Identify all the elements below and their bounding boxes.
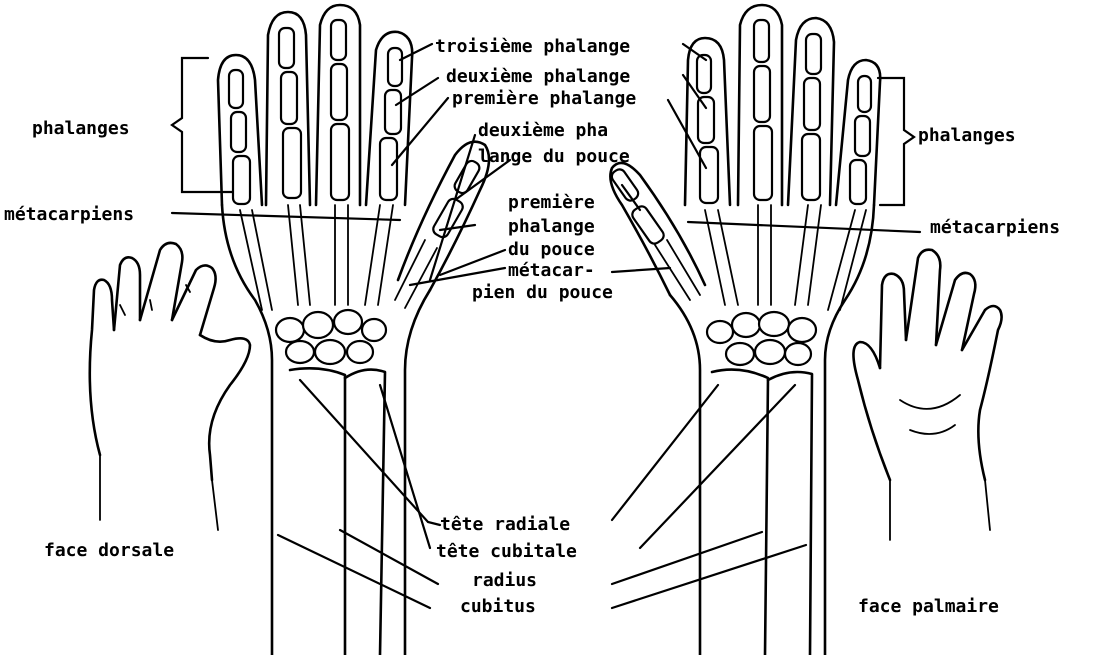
- left-ulna-bone: [345, 370, 385, 655]
- left-radius-bone: [290, 368, 345, 655]
- right-hand-skeleton: [610, 5, 881, 655]
- label-deuxieme-phalange-pouce-2: lange du pouce: [478, 146, 630, 167]
- left-wrist-outline: [405, 290, 430, 655]
- label-face-palmaire: face palmaire: [858, 596, 999, 617]
- right-radius-bone: [712, 370, 768, 655]
- label-premiere-phalange: première phalange: [452, 88, 636, 109]
- label-tete-cubitale: tête cubitale: [436, 541, 577, 562]
- right-ulna-bone: [768, 372, 812, 655]
- left-phalanges-bracket: [172, 58, 232, 192]
- label-troisieme-phalange: troisième phalange: [435, 36, 630, 57]
- label-tete-radiale: tête radiale: [440, 514, 570, 535]
- label-metacarpiens-left: métacarpiens: [4, 204, 134, 225]
- label-face-dorsale: face dorsale: [44, 540, 174, 561]
- label-premiere-phalange-pouce-2: phalange: [508, 216, 595, 237]
- label-premiere-phalange-pouce-3: du pouce: [508, 239, 595, 260]
- label-premiere-phalange-pouce-1: première: [508, 192, 595, 213]
- label-phalanges-left: phalanges: [32, 118, 130, 139]
- right-metacarpal-bones: [655, 205, 866, 310]
- label-deuxieme-phalange: deuxième phalange: [446, 66, 630, 87]
- palmar-hand-illustration: [853, 250, 1001, 540]
- label-metacarpien-pouce-2: pien du pouce: [472, 282, 613, 303]
- label-radius: radius: [472, 570, 537, 591]
- right-wrist-outline: [670, 295, 700, 655]
- right-carpal-bones: [707, 312, 816, 365]
- right-phalanges-bracket: [878, 78, 914, 205]
- label-metacarpien-pouce-1: métacar-: [508, 260, 595, 281]
- label-phalanges-right: phalanges: [918, 125, 1016, 146]
- dorsal-hand-illustration: [90, 243, 250, 530]
- left-carpal-bones: [276, 310, 386, 364]
- label-deuxieme-phalange-pouce-1: deuxième pha: [478, 120, 608, 141]
- label-cubitus: cubitus: [460, 596, 536, 617]
- label-metacarpiens-right: métacarpiens: [930, 217, 1060, 238]
